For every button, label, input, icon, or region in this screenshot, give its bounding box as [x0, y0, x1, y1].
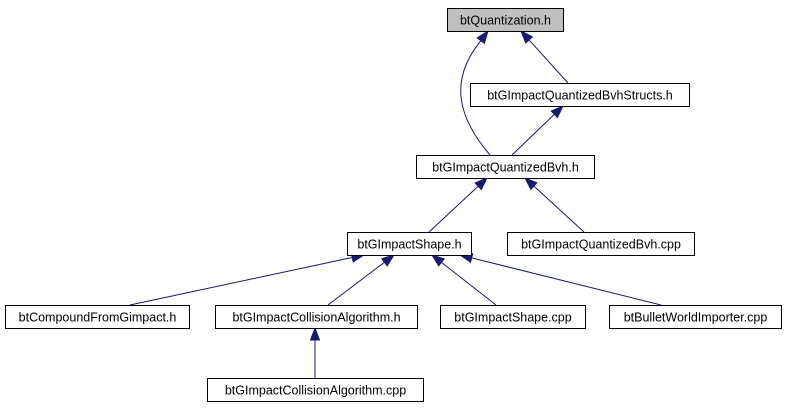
edge-arrowhead	[476, 29, 489, 45]
edge-btGImpactShape_cpp-to-btGImpactShape_h	[430, 254, 497, 306]
node-label: btCompoundFromGimpact.h	[19, 311, 177, 325]
node-btGImpactCollisionAlgorithm-cpp[interactable]: btGImpactCollisionAlgorithm.cpp	[207, 378, 424, 402]
node-layer: btQuantization.h btGImpactQuantizedBvhStr…	[5, 8, 782, 402]
node-box	[507, 232, 695, 256]
edge-btGImpactCollisionAlgorithm_cpp-to-btGImpactCollisionAlgorithm_h	[309, 326, 321, 378]
node-box	[416, 155, 595, 179]
node-box	[447, 8, 564, 32]
node-btGImpactQuantizedBvh-cpp[interactable]: btGImpactQuantizedBvh.cpp	[507, 232, 695, 256]
node-label: btGImpactQuantizedBvh.h	[432, 161, 579, 175]
edge-line	[511, 113, 556, 156]
edge-arrowhead	[550, 105, 565, 119]
node-box	[347, 232, 472, 256]
node-box	[207, 378, 424, 402]
edge-line	[440, 261, 497, 306]
node-box	[440, 305, 586, 329]
edge-arrowhead	[380, 254, 396, 267]
edge-btGImpactQuantizedBvh_h-to-btQuantization_h	[460, 29, 491, 156]
node-btCompoundFromGimpact-h[interactable]: btCompoundFromGimpact.h	[5, 305, 190, 329]
edge-line	[470, 257, 662, 306]
edge-arrowhead	[309, 326, 321, 341]
node-label: btBulletWorldImporter.cpp	[624, 311, 768, 325]
node-btGImpactShape-h[interactable]: btGImpactShape.h	[347, 232, 472, 256]
node-btGImpactCollisionAlgorithm-h[interactable]: btGImpactCollisionAlgorithm.h	[215, 305, 418, 329]
node-label: btGImpactCollisionAlgorithm.h	[232, 311, 400, 325]
node-box	[470, 83, 690, 107]
node-box	[215, 305, 418, 329]
node-label: btQuantization.h	[460, 14, 551, 28]
edge-btGImpactQuantizedBvhStructs_h-to-btQuantization_h	[520, 29, 569, 84]
node-box	[5, 305, 190, 329]
node-btGImpactQuantizedBvhStructs-h[interactable]: btGImpactQuantizedBvhStructs.h	[470, 83, 690, 107]
edge-btGImpactCollisionAlgorithm_h-to-btGImpactShape_h	[327, 254, 396, 306]
node-btQuantization-h: btQuantization.h	[447, 8, 564, 32]
edge-arrowhead	[523, 177, 538, 191]
edge-layer	[129, 29, 662, 378]
node-label: btGImpactShape.h	[357, 238, 461, 252]
edge-line	[528, 38, 569, 84]
edge-btGImpactQuantizedBvh_cpp-to-btGImpactQuantizedBvh_h	[523, 177, 585, 233]
edge-line	[129, 256, 354, 306]
node-btBulletWorldImporter-cpp[interactable]: btBulletWorldImporter.cpp	[609, 305, 782, 329]
edge-arrowhead	[430, 254, 446, 267]
node-label: btGImpactShape.cpp	[454, 311, 571, 325]
edge-line	[532, 185, 585, 233]
node-box	[609, 305, 782, 329]
edge-line	[327, 261, 386, 306]
edge-arrowhead	[474, 177, 489, 191]
edge-btBulletWorldImporter_cpp-to-btGImpactShape_h	[458, 252, 662, 306]
edge-arrowhead	[520, 29, 534, 44]
node-btGImpactShape-cpp[interactable]: btGImpactShape.cpp	[440, 305, 586, 329]
node-label: btGImpactQuantizedBvh.cpp	[521, 238, 681, 252]
node-label: btGImpactQuantizedBvhStructs.h	[487, 89, 673, 103]
edge-btCompoundFromGimpact_h-to-btGImpactShape_h	[129, 252, 366, 306]
node-label: btGImpactCollisionAlgorithm.cpp	[225, 384, 406, 398]
edge-line	[460, 35, 491, 156]
edge-btGImpactQuantizedBvh_h-to-btGImpactQuantizedBvhStructs_h	[511, 105, 565, 156]
edge-line	[428, 185, 480, 233]
edge-btGImpactShape_h-to-btGImpactQuantizedBvh_h	[428, 177, 489, 233]
node-btGImpactQuantizedBvh-h[interactable]: btGImpactQuantizedBvh.h	[416, 155, 595, 179]
